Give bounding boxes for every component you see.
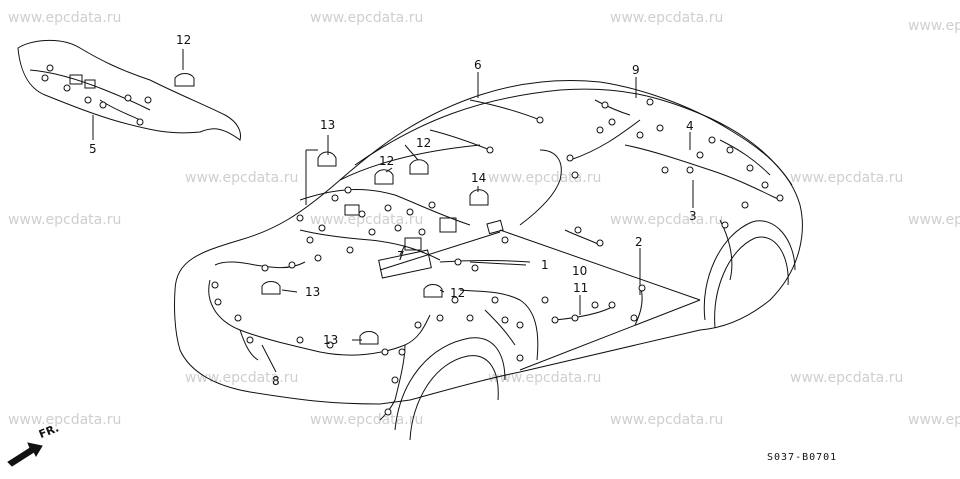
leader-line — [281, 289, 298, 293]
watermark: www.epcdata.ru — [310, 212, 424, 228]
callout-13: 13 — [320, 118, 336, 132]
front-harness — [208, 279, 431, 356]
watermark: www.epcdata.ru — [790, 170, 904, 186]
roof-harness — [469, 99, 541, 121]
callout-10: 10 — [572, 264, 588, 278]
relay-part — [374, 169, 394, 185]
relay-part — [261, 281, 281, 295]
windshield-line — [339, 144, 481, 181]
watermark: www.epcdata.ru — [610, 10, 724, 26]
relay-part — [174, 73, 195, 87]
leader-line — [439, 289, 445, 293]
panel-part — [17, 39, 241, 141]
watermark: www.epcdata.ru — [610, 212, 724, 228]
callout-7: 7 — [397, 249, 405, 263]
leader-line — [404, 144, 419, 161]
rear-harness-b — [569, 119, 641, 161]
fr-arrow-icon — [7, 442, 43, 467]
roof-harness-b — [429, 129, 491, 151]
front-wheel-arch — [394, 337, 506, 431]
relay-part — [469, 189, 489, 206]
watermark: www.epcdata.ru — [185, 170, 299, 186]
watermark: www.epcdata.ru — [8, 412, 122, 428]
dash-connector — [344, 204, 360, 216]
watermark: www.epcdata.ru — [185, 370, 299, 386]
rear-wheel-arch — [703, 220, 796, 321]
rear-harness — [624, 144, 781, 201]
dash-line — [379, 231, 501, 271]
callout-3: 3 — [689, 209, 697, 223]
callout-8: 8 — [272, 374, 280, 388]
rear-harness-c — [594, 99, 631, 116]
panel-harness-b — [99, 99, 141, 121]
panel-harness — [29, 69, 151, 111]
callout-12: 12 — [416, 136, 432, 150]
panel-connector — [84, 79, 96, 89]
watermark: www.epcdata.ru — [8, 212, 122, 228]
callout-12: 12 — [450, 286, 466, 300]
callout-5: 5 — [89, 142, 97, 156]
watermark: www.epcdata.ru — [610, 412, 724, 428]
panel-connector — [69, 74, 83, 85]
leader-line — [261, 344, 277, 373]
leader-line — [385, 167, 393, 173]
watermark: www.epcdata.ru — [8, 10, 122, 26]
relay-part — [423, 284, 443, 298]
front-harness-branch2 — [379, 344, 406, 421]
floor-harness-b — [459, 289, 539, 361]
rear-side-harness-b — [554, 307, 611, 321]
callout-6: 6 — [474, 58, 482, 72]
callout-13: 13 — [305, 285, 321, 299]
dash-connector — [439, 217, 457, 233]
callout-11: 11 — [573, 281, 589, 295]
floor-harness-c — [484, 309, 516, 346]
sill-harness — [564, 229, 601, 246]
rear-quarter-harness — [719, 219, 733, 281]
callout-9: 9 — [632, 63, 640, 77]
callout-14: 14 — [471, 171, 487, 185]
callout-12: 12 — [176, 33, 192, 47]
relay-part — [359, 331, 379, 345]
watermark: www.epcdata.ru — [310, 10, 424, 26]
watermark: www.epcdata.ru — [488, 370, 602, 386]
rear-wheel — [714, 236, 789, 329]
watermark: www.epcdata.ru — [908, 212, 960, 228]
dash-harness — [299, 189, 471, 226]
callout-2: 2 — [635, 235, 643, 249]
rear-harness-d — [719, 139, 771, 176]
front-harness-branch — [239, 329, 259, 361]
leader-line — [399, 244, 406, 256]
watermark: www.epcdata.ru — [310, 412, 424, 428]
roof-line — [354, 88, 711, 166]
watermark: www.epcdata.ru — [908, 412, 960, 428]
dash-connector — [486, 219, 504, 235]
car-body-outline — [174, 80, 803, 405]
dash-bracket — [378, 249, 432, 279]
rear-deck-line — [709, 117, 793, 186]
floor-harness — [439, 260, 531, 263]
roof-harness-c — [519, 149, 562, 226]
callout-13: 13 — [323, 333, 339, 347]
callout-4: 4 — [686, 119, 694, 133]
part-code: S037-B0701 — [767, 452, 838, 463]
sill-line — [519, 299, 701, 371]
watermark: www.epcdata.ru — [908, 18, 960, 34]
leader-line — [469, 261, 527, 266]
relay-part — [317, 151, 337, 167]
relay-part — [409, 159, 429, 175]
callout-12: 12 — [379, 154, 395, 168]
front-wheel — [409, 355, 499, 441]
dash-harness-b — [299, 229, 441, 261]
dash-connector — [404, 237, 422, 251]
watermark: www.epcdata.ru — [790, 370, 904, 386]
floor-line — [499, 229, 701, 301]
connector-dots — [41, 64, 784, 416]
callout-1: 1 — [541, 258, 549, 272]
